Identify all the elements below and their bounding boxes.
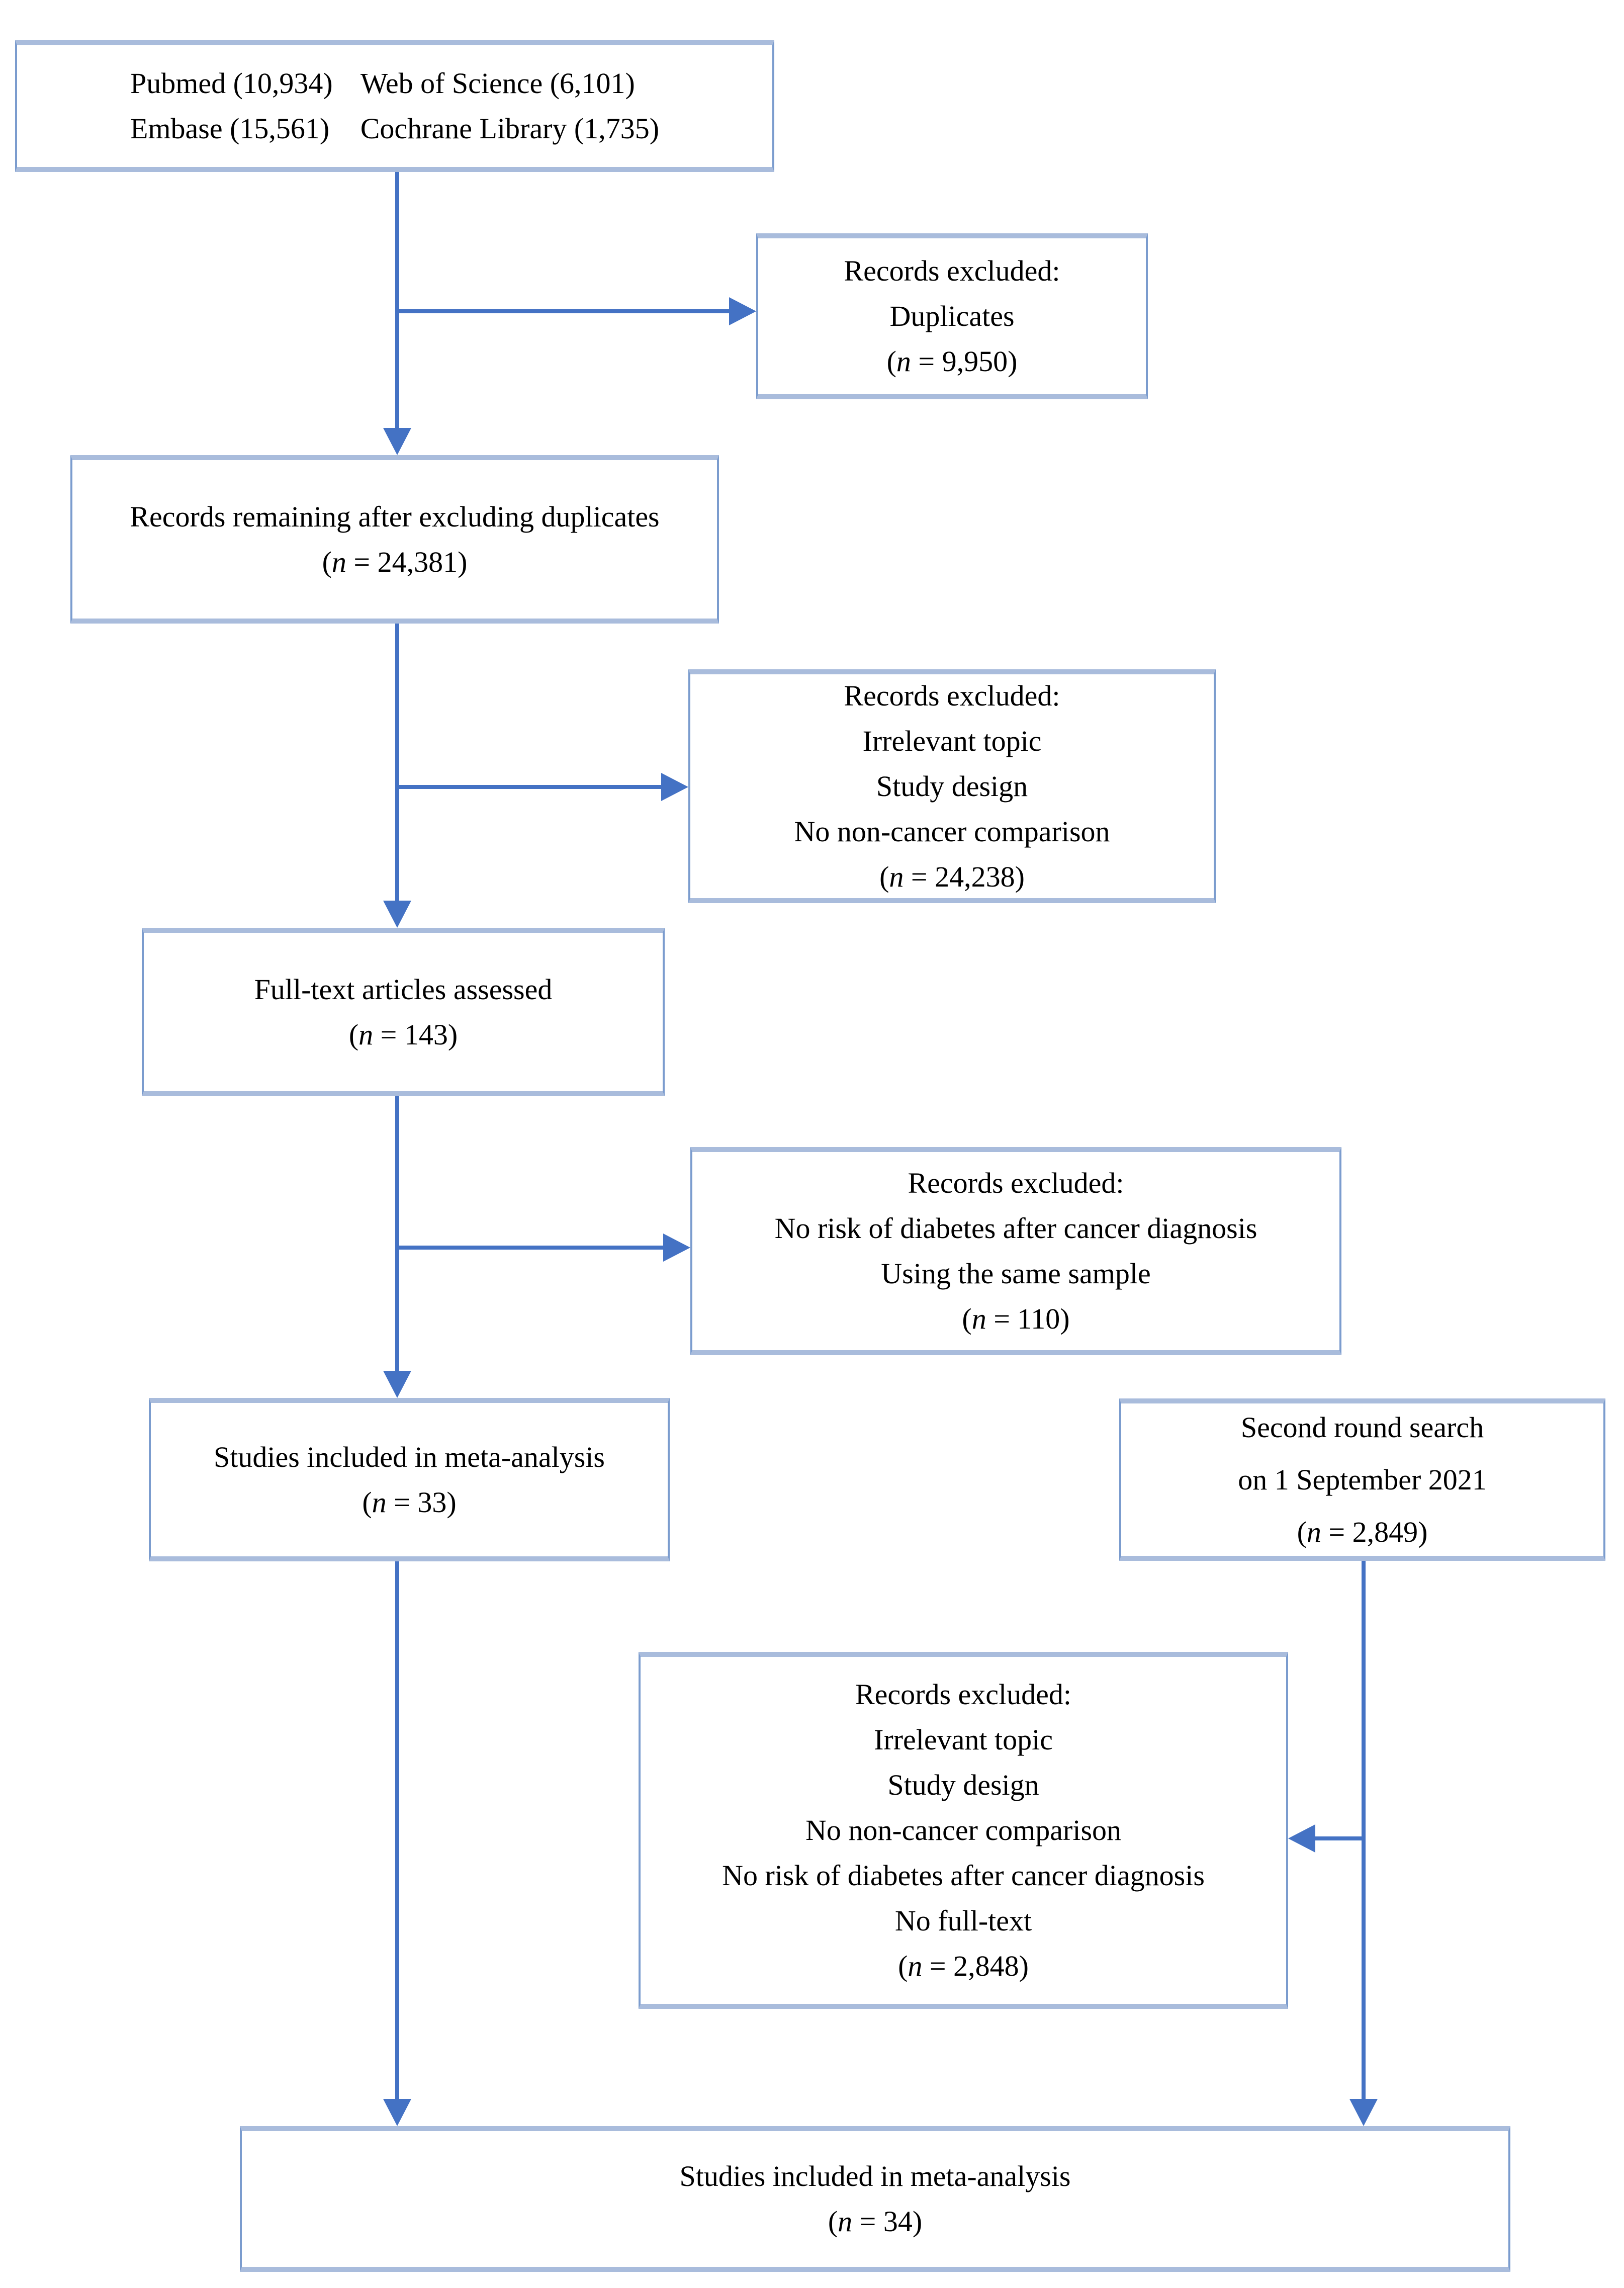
arrowhead-into-excluded-fulltext — [663, 1234, 690, 1262]
box-text-line: Studies included in meta-analysis — [213, 1440, 605, 1473]
count-line: (n = 9,950) — [886, 345, 1018, 378]
box-text-line: No risk of diabetes after cancer diagnos… — [722, 1859, 1205, 1892]
arrowhead-into-excluded-second — [1288, 1824, 1315, 1853]
box-included-first-round: Studies included in meta-analysis (n = 3… — [149, 1398, 670, 1561]
connector-branch-fulltext-exclusion — [397, 1246, 663, 1250]
box-records-remaining: Records remaining after excluding duplic… — [70, 455, 719, 624]
source-database: Embase (15,561) — [130, 112, 330, 145]
connector-second-round-to-final — [1362, 1561, 1366, 2099]
box-text-line: Full-text articles assessed — [254, 973, 553, 1006]
box-search-sources: Pubmed (10,934) Web of Science (6,101) E… — [15, 40, 774, 172]
box-excluded-second-round: Records excluded: Irrelevant topic Study… — [639, 1652, 1288, 2009]
box-text-line: on 1 September 2021 — [1238, 1463, 1487, 1496]
box-text-line: Records excluded: — [844, 254, 1060, 287]
count-line: (n = 2,849) — [1297, 1515, 1428, 1548]
box-text-line: Records excluded: — [855, 1678, 1071, 1711]
box-text-line: Study design — [876, 769, 1028, 803]
connector-fulltext-to-included — [395, 1096, 399, 1371]
count-line: (n = 34) — [828, 2205, 923, 2238]
box-fulltext-assessed: Full-text articles assessed (n = 143) — [142, 928, 665, 1096]
arrowhead-into-remaining — [383, 428, 411, 455]
count-line: (n = 143) — [348, 1018, 458, 1051]
box-excluded-fulltext: Records excluded: No risk of diabetes af… — [690, 1147, 1341, 1355]
box-text-line: No non-cancer comparison — [805, 1814, 1122, 1846]
count-line: (n = 24,381) — [322, 545, 468, 578]
box-text-line: No full-text — [894, 1904, 1032, 1937]
box-text-line: No non-cancer comparison — [794, 815, 1110, 848]
count-line: (n = 24,238) — [879, 860, 1025, 893]
connector-branch-second-exclusion — [1315, 1836, 1364, 1840]
source-database: Cochrane Library (1,735) — [360, 112, 660, 145]
box-text-line: Irrelevant topic — [862, 724, 1042, 757]
source-database: Pubmed (10,934) — [130, 67, 333, 100]
arrowhead-into-excluded-screening — [661, 773, 688, 801]
source-database: Web of Science (6,101) — [360, 67, 635, 100]
connector-branch-screening — [397, 785, 661, 789]
box-text-line: Irrelevant topic — [874, 1723, 1053, 1756]
arrowhead-left-into-final — [383, 2099, 411, 2126]
source-database-list: Pubmed (10,934) Web of Science (6,101) E… — [130, 61, 659, 151]
box-text-line: No risk of diabetes after cancer diagnos… — [774, 1212, 1257, 1245]
connector-sources-to-remaining — [395, 172, 399, 428]
box-excluded-screening: Records excluded: Irrelevant topic Study… — [688, 669, 1216, 903]
arrowhead-into-included-first — [383, 1371, 411, 1398]
box-text-line: Records excluded: — [844, 679, 1060, 712]
arrowhead-right-into-final — [1349, 2099, 1378, 2126]
connector-included-first-to-final — [395, 1561, 399, 2099]
box-included-final: Studies included in meta-analysis (n = 3… — [240, 2126, 1510, 2272]
box-second-round-search: Second round search on 1 September 2021 … — [1119, 1398, 1605, 1561]
box-text-line: Studies included in meta-analysis — [679, 2160, 1071, 2192]
box-text-line: Study design — [887, 1769, 1039, 1801]
arrowhead-into-excluded-duplicates — [729, 297, 756, 325]
box-text-line: Duplicates — [889, 300, 1015, 332]
box-text-line: Records remaining after excluding duplic… — [130, 500, 660, 533]
count-line: (n = 33) — [362, 1485, 457, 1519]
connector-remaining-to-fulltext — [395, 624, 399, 901]
box-text-line: Second round search — [1240, 1411, 1484, 1444]
count-line: (n = 2,848) — [898, 1950, 1029, 1982]
box-excluded-duplicates: Records excluded: Duplicates (n = 9,950) — [756, 233, 1148, 399]
connector-branch-duplicates — [397, 309, 729, 313]
arrowhead-into-fulltext — [383, 901, 411, 928]
count-line: (n = 110) — [962, 1302, 1070, 1335]
box-text-line: Using the same sample — [881, 1257, 1151, 1290]
box-text-line: Records excluded: — [908, 1167, 1124, 1199]
